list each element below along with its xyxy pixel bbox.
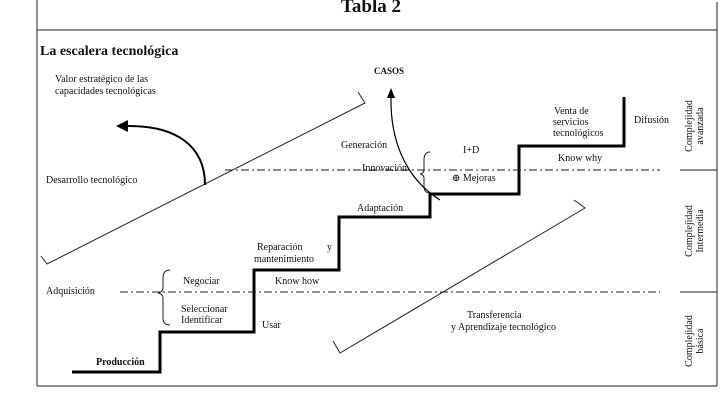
complexity-intermediate-label: Complejidad Intermedia [684, 186, 710, 276]
transferencia-line-2: y Aprendizaje tecnológico [451, 322, 556, 333]
adquisicion-label: Adquisición [46, 286, 95, 297]
valor-estrategico-line-2: capacidades tecnológicas [55, 86, 156, 97]
adaptacion-label: Adaptación [357, 203, 404, 214]
seleccionar-label: Seleccionar [181, 304, 228, 315]
know-how-label: Know how [275, 276, 320, 287]
desarrollo-label: Desarrollo tecnológico [46, 175, 138, 186]
complexity-advanced-line-1: Complejidad [684, 100, 695, 152]
difusion-label: Difusión [634, 115, 669, 126]
complexity-advanced-line-2: avanzada [695, 107, 706, 145]
table-title: Tabla 2 [341, 0, 402, 17]
identificar-label: Identificar [181, 315, 223, 326]
figure-title: La escalera tecnológica [40, 44, 179, 59]
valor-curved-arrow [124, 124, 206, 186]
generacion-label: Generación [341, 140, 388, 151]
complexity-basic-label: Complejidad básica [684, 296, 710, 386]
desarrollo-bracket [40, 91, 366, 265]
id-label: I+D [463, 145, 480, 156]
usar-label: Usar [262, 320, 281, 331]
produccion-label: Producción [96, 357, 145, 368]
complexity-advanced-label: Complejidad avanzada [684, 81, 710, 171]
reparacion-line-1: Reparación y [257, 242, 333, 253]
complexity-intermediate-line-1: Complejidad [684, 205, 695, 257]
casos-label: CASOS [374, 66, 405, 76]
casos-curved-arrow [390, 95, 441, 201]
mejoras-label: ⊕ Mejoras [452, 173, 496, 184]
innovacion-curly-brace [419, 151, 431, 194]
staircase-steps [72, 97, 626, 374]
venta-line-3: tecnológicos [553, 128, 604, 139]
know-why-label: Know why [558, 153, 603, 164]
innovacion-label: Innovación [362, 163, 407, 174]
reparacion-line-2: mantenimiento [254, 254, 314, 265]
complexity-intermediate-line-2: Intermedia [695, 209, 706, 253]
valor-estrategico-line-1: Valor estratégico de las [55, 74, 149, 85]
transferencia-bracket [332, 199, 586, 354]
adquisicion-curly-brace [157, 269, 171, 326]
venta-line-2: servicios [553, 117, 589, 128]
complexity-basic-line-1: Complejidad [684, 315, 695, 367]
transferencia-line-1: Transferencia [467, 310, 522, 321]
complexity-basic-line-2: básica [695, 328, 706, 354]
negociar-label: Negociar [183, 276, 220, 287]
casos-arrowhead [387, 88, 395, 98]
valor-arrowhead [116, 120, 128, 132]
venta-line-1: Venta de [554, 106, 589, 117]
